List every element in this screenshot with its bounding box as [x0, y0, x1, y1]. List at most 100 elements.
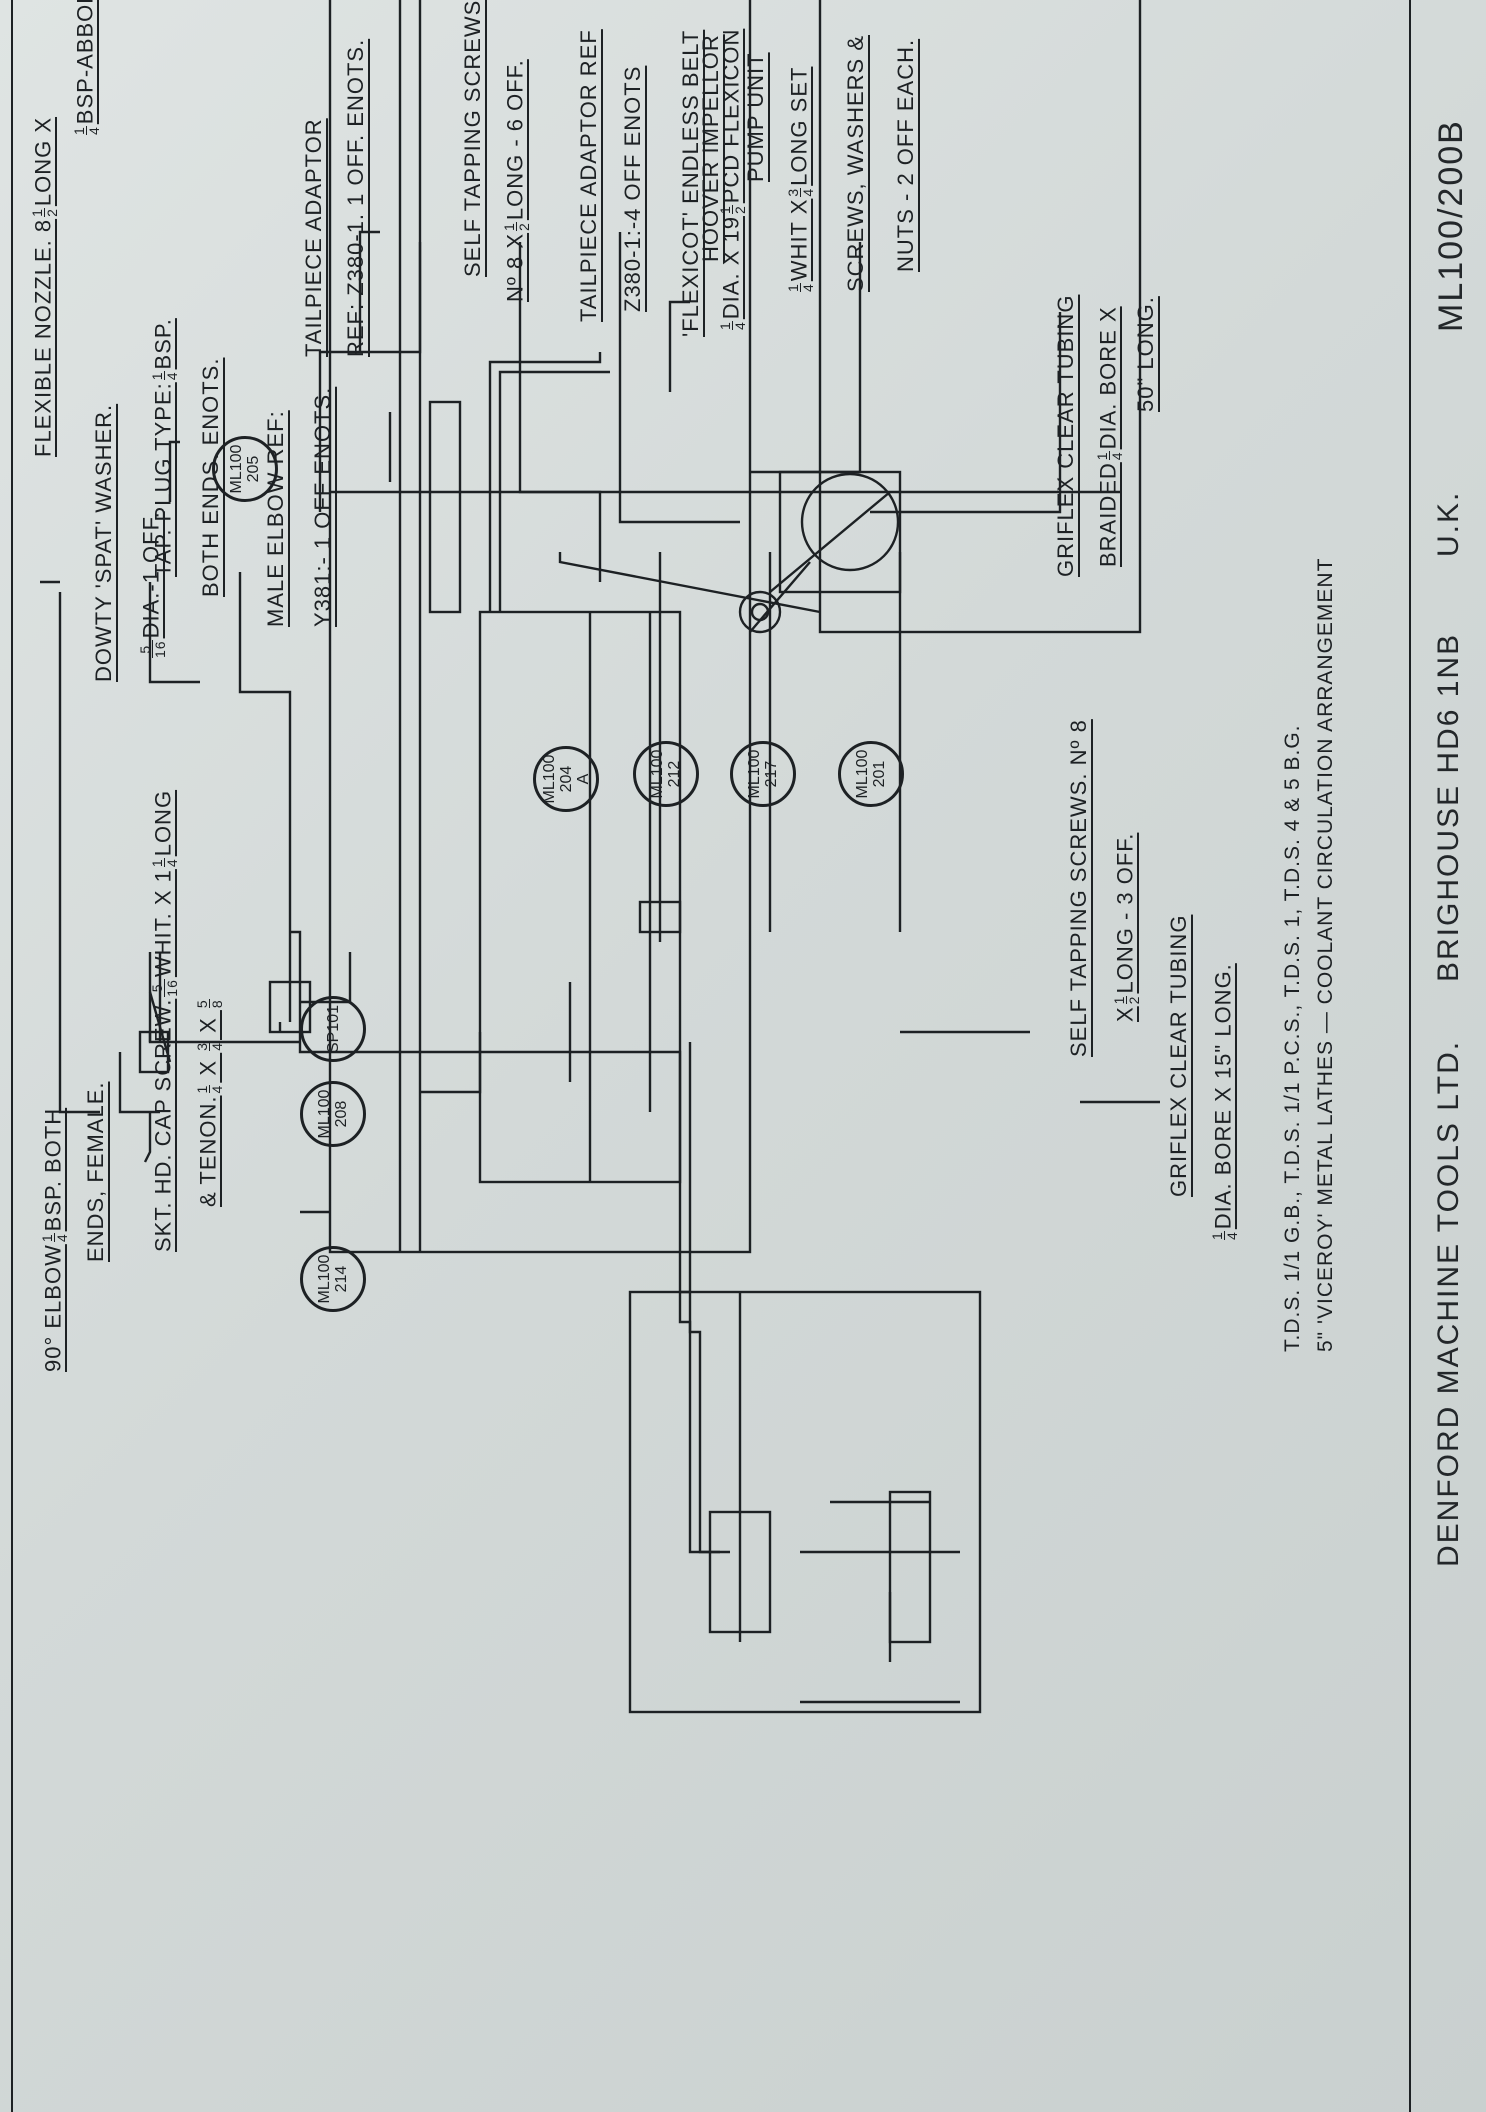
numerator: 1 — [717, 205, 733, 215]
numerator: 1 — [1111, 995, 1127, 1005]
callout-self-tap-b-line1: SELF TAPPING SCREWS. Nº 8 — [1066, 719, 1091, 1057]
denominator: 2 — [516, 222, 532, 231]
leader-sp101 — [420, 1032, 482, 1094]
callout-tailpiece-b-line1: TAILPIECE ADAPTOR — [301, 118, 326, 357]
leader-hoover — [618, 232, 740, 524]
text: FLEXIBLE NOZZLE. 8 — [30, 218, 56, 457]
balloon-number: 217 — [763, 760, 780, 788]
leader-self-tap — [318, 242, 422, 512]
callout-male-elbow-line1: MALE ELBOW REF: — [263, 410, 288, 627]
denominator: 16 — [152, 640, 168, 658]
numerator: 3 — [785, 187, 801, 197]
company-name: DENFORD MACHINE TOOLS LTD. — [1432, 1039, 1465, 1567]
callout-griflex-braided-line3: 50" LONG. — [1133, 296, 1158, 412]
balloon-number: 214 — [333, 1265, 350, 1293]
leader-male-elbow — [238, 572, 292, 1022]
leader-balloon-214 — [300, 952, 352, 1004]
denominator: 2 — [44, 208, 60, 217]
numerator: 1 — [29, 208, 45, 217]
leader-elbow-90 — [118, 1052, 160, 1114]
callout-griflex-clear-line1: GRIFLEX CLEAR TUBING — [1166, 914, 1191, 1197]
denominator: 4 — [1224, 1231, 1240, 1240]
text: WHIT X — [786, 198, 812, 282]
pulley-large — [800, 472, 900, 572]
balloon-number: 205 — [245, 455, 262, 483]
text: Nº 8 X — [502, 232, 528, 302]
text: DIA. BORE X — [1095, 306, 1121, 450]
denominator: 4 — [800, 283, 816, 292]
text: DIA. X 19 — [718, 216, 744, 320]
callout-hoover-line2: PUMP UNIT — [743, 52, 768, 182]
denominator: 16 — [164, 979, 180, 997]
subtitle-line2: 5" 'VICEROY' METAL LATHES — COOLANT CIRC… — [1314, 557, 1337, 1352]
numerator: 1 — [1209, 1231, 1225, 1240]
callout-set-screws-line2: SCREWS, WASHERS & — [843, 35, 868, 292]
callout-flexicot-line1: 'FLEXICOT' ENDLESS BELT — [678, 29, 703, 337]
leader-tailpiece — [518, 242, 602, 582]
tailstock-top — [558, 552, 821, 614]
flexible-nozzle — [143, 1112, 152, 1163]
callout-male-elbow-line2: Y381:- 1 OFF ENOTS. — [310, 386, 335, 627]
denominator: 8 — [209, 999, 225, 1009]
denominator: 4 — [209, 1041, 225, 1051]
callout-tailpiece-line1: TAILPIECE ADAPTOR REF — [576, 29, 601, 322]
leader-flexicot — [668, 300, 690, 392]
callout-set-screws-line3: NUTS - 2 OFF EACH. — [893, 38, 918, 272]
text: WHIT. X 1 — [150, 869, 176, 978]
text: DIA. BORE X 15" LONG. — [1210, 963, 1236, 1230]
text: LONG — [150, 789, 176, 857]
denominator: 4 — [86, 126, 102, 135]
balloon-sp101: SP101 — [300, 996, 366, 1062]
numerator: 1 — [39, 1233, 55, 1243]
coolant-return-right — [488, 352, 602, 612]
balloon-number: 201 — [871, 760, 888, 788]
company-country: U.K. — [1432, 490, 1465, 557]
callout-tailpiece-b-line2: REF: Z380-1. 1 OFF. ENOTS. — [343, 38, 368, 357]
coolant-delivery-pipe — [290, 930, 720, 1554]
coolant-return-right-b — [498, 370, 610, 612]
denominator: 2 — [1126, 995, 1142, 1005]
drawing-number: ML100/200B — [1432, 119, 1470, 332]
callout-elbow-90-line2: ENDS, FEMALE. — [83, 1081, 108, 1262]
text: PCD FLEXICON — [718, 28, 744, 204]
text: 90° ELBOW — [40, 1244, 66, 1372]
subtitle-line1: T.D.S. 1/1 G.B., T.D.S. 1/1 P.C.S., T.D.… — [1281, 724, 1304, 1352]
balloon-text: ML100 — [228, 444, 245, 494]
tailstock-outline — [818, 0, 1142, 634]
callout-self-tap-line1: SELF TAPPING SCREWS. — [460, 0, 485, 277]
denominator: 4 — [800, 187, 816, 197]
callout-dowty-line1: DOWTY 'SPAT' WASHER. — [91, 403, 116, 682]
balloon-suffix: A — [574, 773, 592, 785]
text: LONG - 3 OFF. — [1112, 832, 1138, 994]
pulley-small — [738, 590, 782, 634]
chuck-profile — [800, 1500, 960, 1704]
leader-nozzle-l — [58, 592, 100, 1114]
text: BSP-ABBOFLEX. — [72, 0, 98, 125]
numerator: 1 — [194, 1084, 210, 1094]
balloon-text: SP101 — [324, 1004, 342, 1054]
company-location: BRIGHOUSE HD6 1NB — [1432, 632, 1465, 982]
balloon-text: ML100 — [649, 749, 666, 799]
